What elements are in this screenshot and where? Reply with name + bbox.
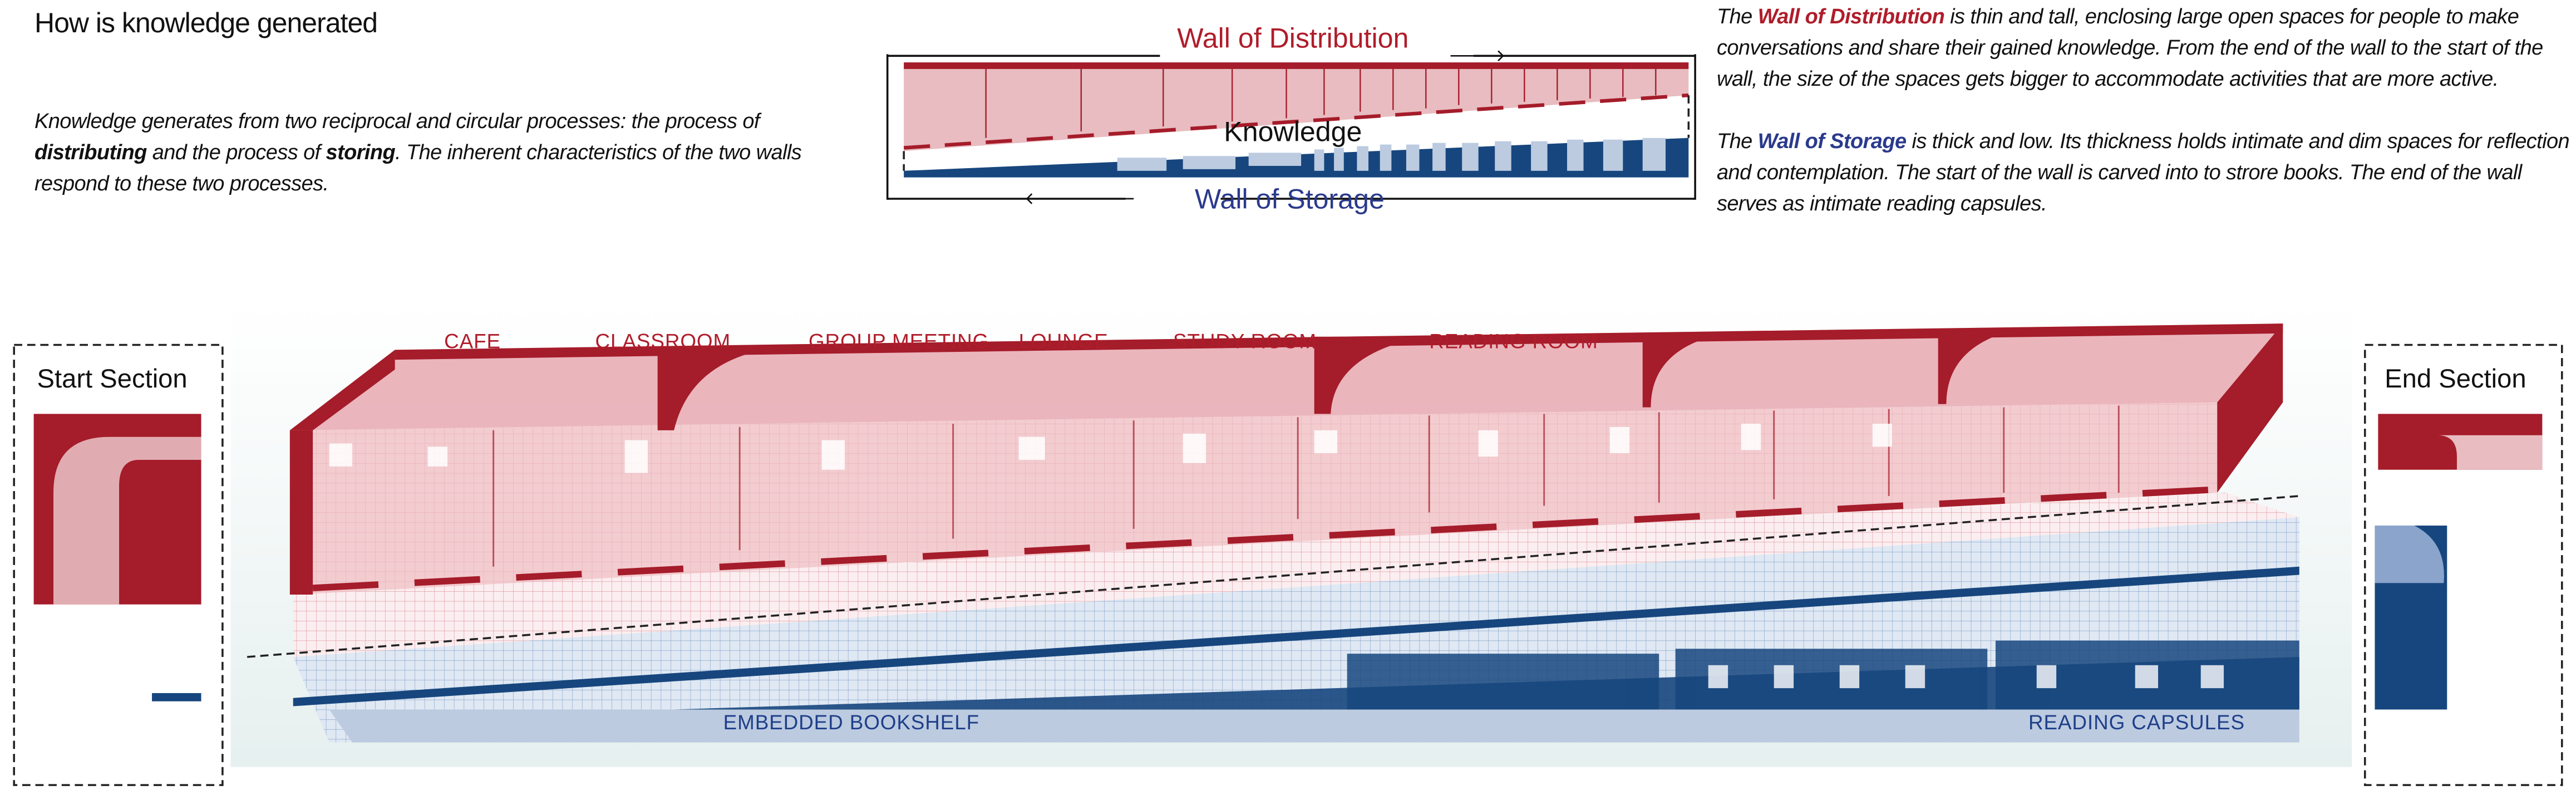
end-section-label: End Section [2385, 364, 2526, 394]
wall-descriptions: The Wall of Distribution is thin and tal… [1717, 1, 2574, 251]
room-label-reading-room: READING ROOM [1429, 330, 1598, 352]
desc-text: The [1717, 130, 1758, 153]
concept-storage-label: Wall of Storage [1195, 184, 1385, 215]
zone-label-reading-capsules: READING CAPSULES [2028, 711, 2245, 734]
desc-text: is thin and tall, enclosing large open s… [1717, 5, 2543, 91]
intro-paragraph: Knowledge generates from two reciprocal … [35, 106, 858, 199]
room-label-lounge: LOUNGE [1019, 330, 1109, 352]
concept-diagram: Wall of Distribution Wall of Storage Kno… [886, 23, 1696, 215]
concept-distribution-label: Wall of Distribution [1177, 23, 1408, 54]
distribution-wall-plan [904, 62, 1689, 151]
start-section: Start Section [13, 344, 224, 786]
start-section-blue-wall [152, 693, 201, 701]
zone-label-embedded-bookshelf: EMBEDDED BOOKSHELF [723, 711, 979, 734]
intro-text: Knowledge generates from two reciprocal … [35, 110, 760, 133]
room-label-study-room: STUDY ROOM [1173, 330, 1317, 352]
start-section-label: Start Section [37, 364, 188, 394]
intro-text: . The inherent characteristics of the tw… [35, 141, 802, 195]
concept-knowledge-label: Knowledge [1224, 116, 1362, 148]
storage-description: The Wall of Storage is thick and low. It… [1717, 126, 2574, 219]
distribution-name: Wall of Distribution [1757, 5, 1945, 28]
axonometric-drawing: CAFE CLASSROOM GROUP MEETING LOUNGE STUD… [230, 303, 2352, 767]
intro-bold-storing: storing [326, 141, 396, 164]
room-label-classroom: CLASSROOM [595, 330, 731, 352]
distribution-description: The Wall of Distribution is thin and tal… [1717, 1, 2574, 95]
page-title: How is knowledge generated [35, 7, 378, 38]
storage-name: Wall of Storage [1757, 130, 1907, 153]
arrow-left-icon [1026, 193, 1134, 204]
desc-text: is thick and low. Its thickness holds in… [1717, 130, 2570, 215]
section-axis-line [247, 495, 2299, 658]
arrow-right-icon [1450, 50, 1504, 62]
room-label-group-meeting: GROUP MEETING [809, 330, 989, 352]
end-section: End Section [2363, 344, 2563, 786]
desc-text: The [1717, 5, 1758, 28]
room-label-cafe: CAFE [444, 330, 501, 352]
intro-text: and the process of [146, 141, 326, 164]
intro-bold-distributing: distributing [35, 141, 147, 164]
